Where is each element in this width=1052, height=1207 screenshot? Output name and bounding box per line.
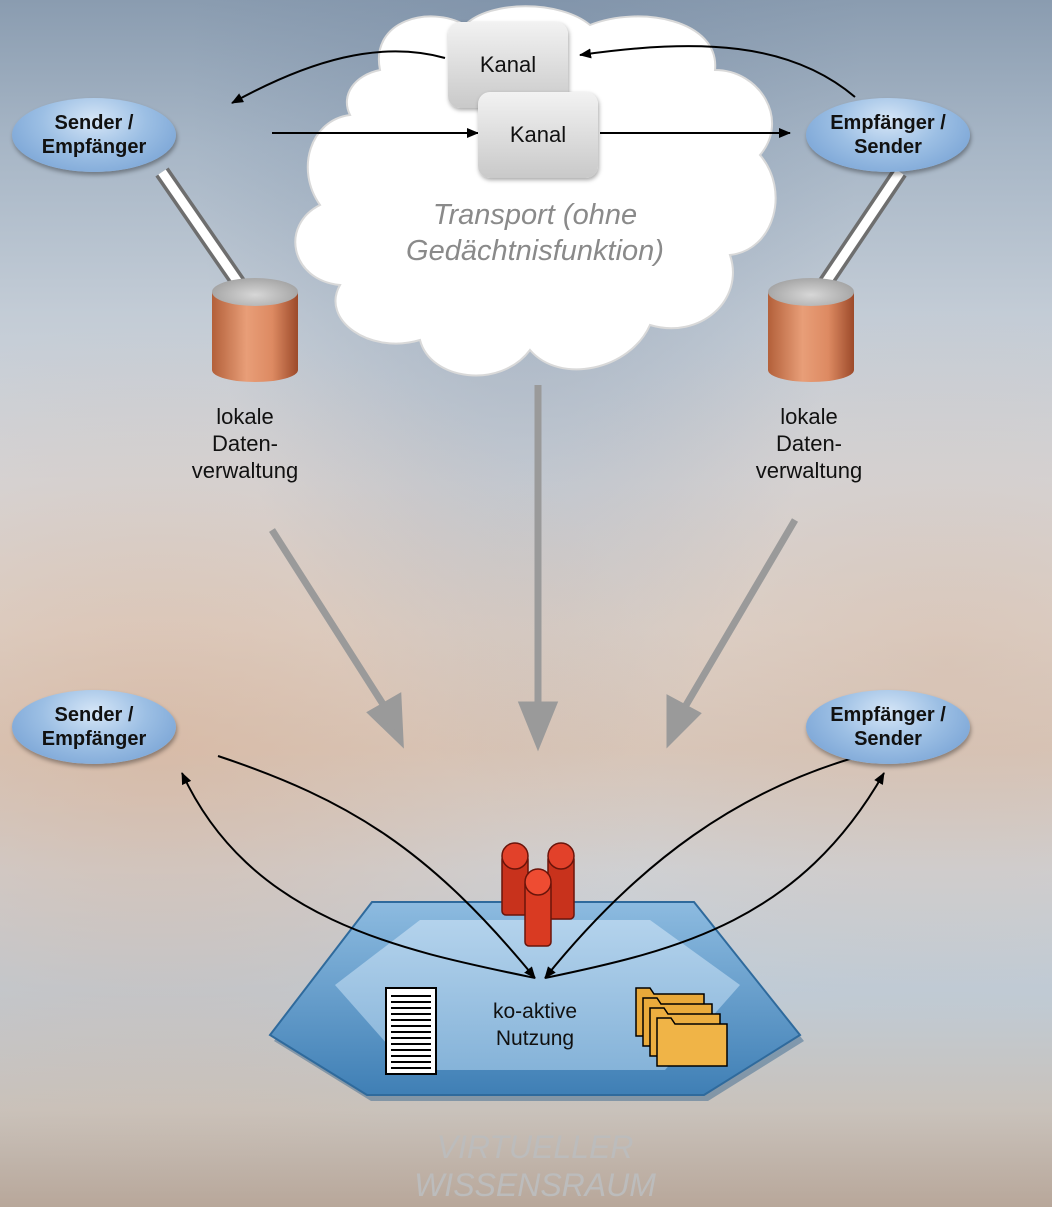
arrow-kanal-to-sender bbox=[231, 50, 446, 104]
co-active-usage-label: ko-aktive Nutzung bbox=[492, 1000, 578, 1050]
users-icon bbox=[501, 842, 575, 947]
folders-icon bbox=[635, 987, 728, 1067]
arrow-empfaenger-to-kanal bbox=[579, 45, 856, 98]
database-icon-right bbox=[768, 278, 854, 386]
virtual-knowledge-space-title: VIRTUELLER WISSENSRAUM bbox=[414, 1129, 656, 1203]
node-empfaenger-top-right: Empfänger / Sender bbox=[806, 98, 970, 172]
database-icon-left bbox=[212, 278, 298, 386]
flow-arrow-left bbox=[269, 528, 404, 749]
storage-label-left: lokale Daten- verwaltung bbox=[191, 404, 299, 483]
transport-label: Transport (ohne Gedächtnisfunktion) bbox=[406, 199, 664, 267]
channel-label: Kanal bbox=[479, 52, 537, 77]
node-sender-top-left: Sender / Empfänger bbox=[12, 98, 176, 172]
arrow-empfaenger-to-space bbox=[544, 755, 861, 979]
database-link-right bbox=[815, 167, 907, 293]
corner-logo-mark bbox=[0, 1198, 52, 1207]
database-link-left bbox=[155, 167, 249, 293]
node-empfaenger-bottom-right: Empfänger / Sender bbox=[806, 690, 970, 764]
arrow-space-to-empfaenger bbox=[544, 772, 885, 979]
cloud-icon bbox=[294, 5, 777, 377]
storage-label-right: lokale Daten- verwaltung bbox=[755, 404, 863, 483]
arrow-sender-to-space bbox=[217, 755, 536, 979]
channel-label: Kanal bbox=[509, 122, 567, 147]
flow-arrow-center bbox=[517, 385, 559, 752]
arrow-space-to-sender bbox=[181, 772, 536, 979]
document-icon bbox=[385, 987, 437, 1075]
flow-arrow-right bbox=[666, 518, 799, 749]
node-sender-bottom-left: Sender / Empfänger bbox=[12, 690, 176, 764]
channel-front: Kanal bbox=[478, 92, 598, 178]
